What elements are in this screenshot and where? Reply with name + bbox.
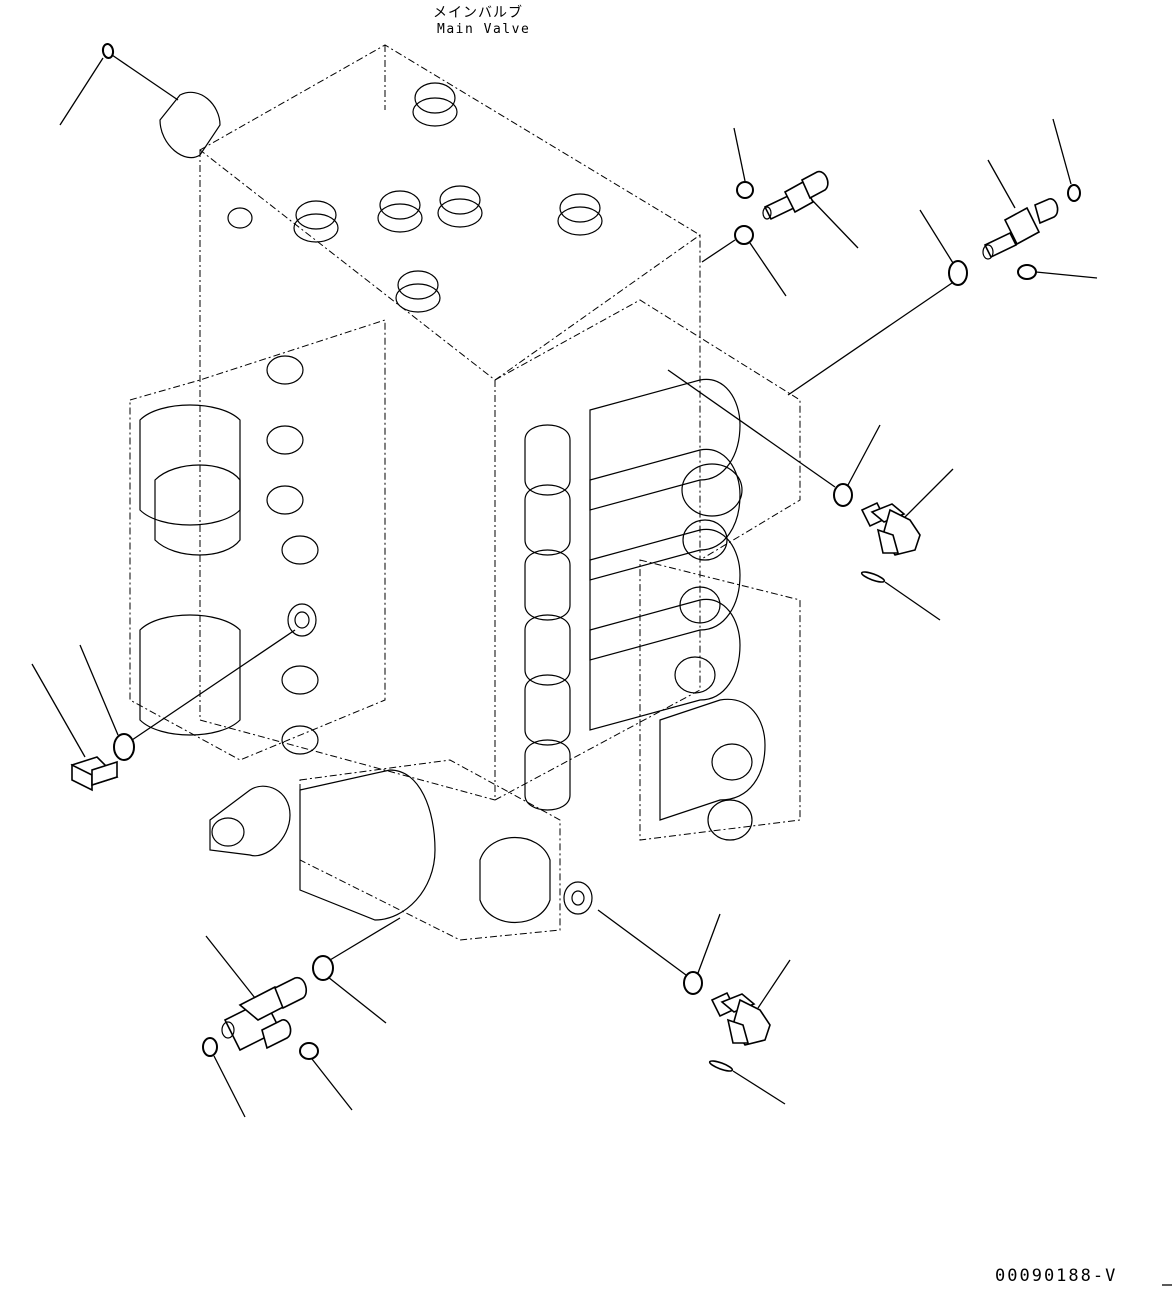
o-ring-bottom-left [202, 1037, 218, 1057]
leader-o-ring-top-left [59, 57, 104, 126]
leader-o-ring-bottom-right-to-body [597, 909, 687, 976]
plug-top-3 [377, 190, 423, 233]
leader-o-ring-far-right-to-body [787, 282, 953, 396]
plug-left [70, 756, 119, 792]
o-ring-bottom-mid [312, 955, 334, 981]
main-valve-title-en: Main Valve [437, 22, 531, 37]
o-ring-mid [734, 225, 754, 245]
leader-o-ring-bottom-mid [327, 976, 387, 1024]
elbow-fitting-lower [710, 991, 771, 1046]
left-spool-flanges [139, 355, 319, 755]
o-ring-right-low [1017, 264, 1037, 280]
leader-o-ring-mid-to-body [701, 239, 736, 263]
main-valve-title-jp: メインバルブ [433, 5, 523, 21]
side-plug-column [524, 424, 571, 811]
leader-o-ring-right-low [1035, 271, 1098, 279]
leader-o-ring-bottom-left [213, 1055, 246, 1118]
o-ring-left [113, 733, 135, 761]
leader-o-ring-bottom-mid-to-body [329, 917, 401, 961]
o-ring-right-top [1067, 184, 1081, 202]
plug-top-1 [412, 82, 458, 127]
leader-o-ring-left-to-body [131, 629, 296, 741]
leader-elbow-fitting-upper [904, 468, 954, 518]
leader-straight-fitting-top [811, 199, 859, 249]
o-ring-elbow-upper [833, 483, 853, 507]
elbow-fitting-upper [860, 501, 921, 556]
plug-top-6 [395, 270, 441, 313]
leader-o-ring-left [79, 644, 119, 736]
seal-washer-upper [860, 571, 886, 583]
leader-o-ring-elbow-upper [847, 424, 881, 486]
body-plugs [139, 82, 766, 923]
leader-o-ring-mid [749, 242, 787, 297]
leader-seal-washer-upper [884, 581, 941, 621]
leader-o-ring-bottom-right [697, 913, 721, 974]
bottom-port-block [209, 769, 593, 923]
o-ring-bottom-right-small [299, 1042, 319, 1060]
seal-washer-lower [708, 1060, 734, 1072]
plug-top-5 [557, 193, 603, 236]
plug-top-2 [293, 200, 339, 243]
tee-fitting-bottom [221, 976, 307, 1052]
leader-seal-washer-lower [732, 1070, 786, 1105]
main-valve-body [129, 44, 801, 941]
leader-o-ring-upper-mid [733, 127, 746, 182]
top-left-fitting [159, 91, 253, 229]
leader-o-ring-elbow-upper-to-body [667, 369, 836, 488]
o-ring-bottom-right [683, 971, 703, 995]
leader-elbow-fitting-lower [757, 959, 791, 1009]
leader-straight-fitting-right [987, 159, 1016, 209]
o-ring-far-right [948, 260, 968, 286]
leader-o-ring-bottom-right-small [311, 1058, 353, 1111]
leader-o-ring-top-left-to-body [111, 54, 179, 101]
leader-tee-fitting-bottom [205, 935, 256, 999]
o-ring-upper-mid [736, 181, 754, 199]
straight-fitting-right [982, 198, 1059, 260]
straight-fitting-top [762, 170, 829, 221]
plug-top-4 [437, 185, 483, 228]
leader-o-ring-far-right [919, 209, 954, 264]
leader-o-ring-right-top [1052, 118, 1072, 185]
spool-caps-right [589, 378, 766, 841]
drawing-code: 00090188-V [995, 1266, 1118, 1286]
leader-plug-left [31, 663, 86, 758]
o-ring-top-left [101, 43, 115, 59]
